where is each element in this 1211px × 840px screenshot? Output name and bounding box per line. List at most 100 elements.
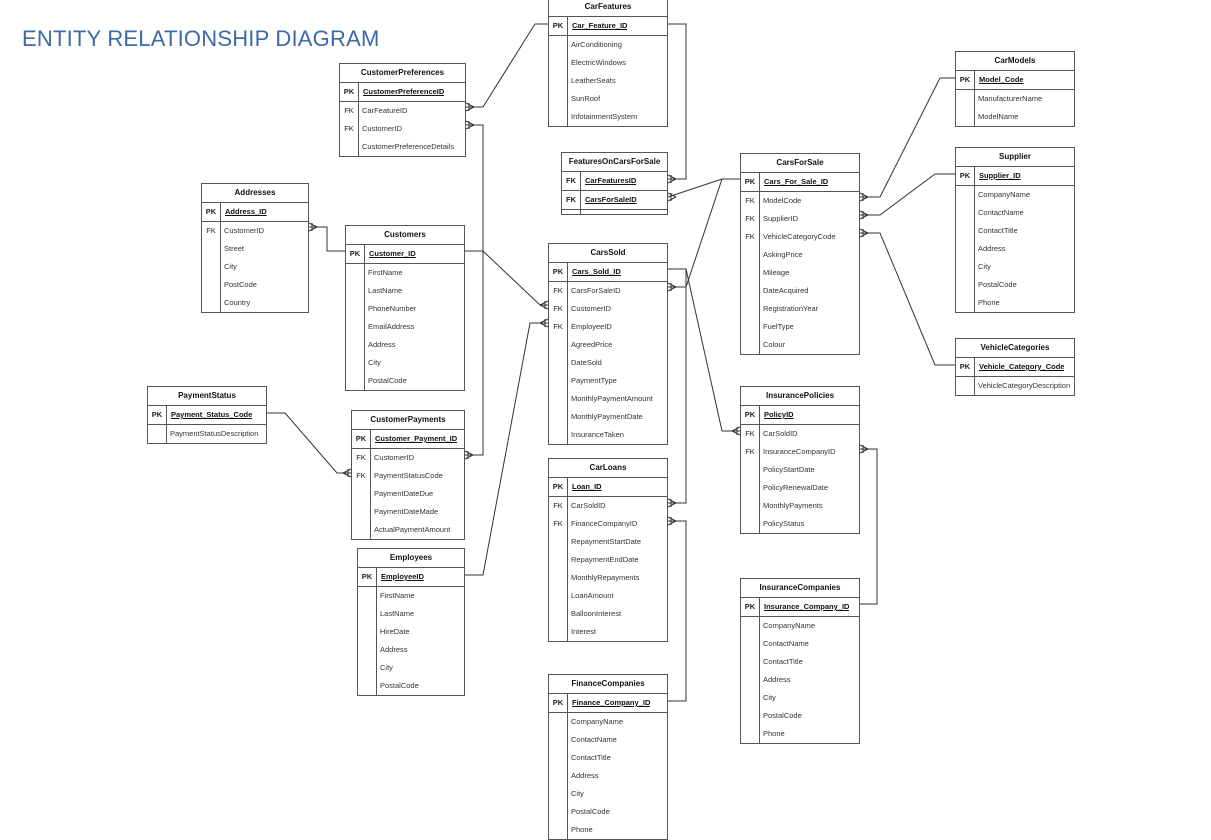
key-marker [741, 282, 759, 300]
field-name: FinanceCompanyID [571, 519, 638, 528]
field-row: PostalCode [956, 276, 1074, 294]
primary-key-field: Insurance_Company_ID [764, 602, 850, 611]
field-row: Country [202, 294, 308, 312]
field-name: MonthlyPaymentAmount [571, 394, 653, 403]
field-row: FK CarsForSaleID [549, 282, 667, 300]
key-marker [202, 240, 220, 258]
pk-marker: PK [741, 173, 760, 191]
relationship-customers-to-customer-payments [464, 250, 484, 460]
key-marker [358, 587, 376, 605]
field-row: RepaymentStartDate [549, 533, 667, 551]
entity-title: CarFeatures [549, 0, 667, 17]
key-marker [956, 90, 974, 108]
field-name: HireDate [380, 627, 410, 636]
key-marker: FK [745, 429, 755, 438]
field-row: City [549, 785, 667, 803]
primary-key-field: Cars_Sold_ID [572, 267, 621, 276]
entity-title: FeaturesOnCarsForSale [562, 153, 667, 172]
field-name: SupplierID [763, 214, 799, 223]
field-name: Street [224, 244, 245, 253]
primary-key-field: Payment_Status_Code [171, 410, 253, 419]
field-row: PhoneNumber [346, 300, 464, 318]
key-marker [346, 372, 364, 390]
key-marker [956, 276, 974, 294]
field-name: CarsForSaleID [571, 286, 621, 295]
key-marker: FK [553, 304, 563, 313]
field-name: DateSold [571, 358, 602, 367]
field-name: Address [571, 771, 599, 780]
field-name: RepaymentStartDate [571, 537, 642, 546]
primary-key-field: Customer_ID [369, 249, 416, 258]
field-row: Address [549, 767, 667, 785]
primary-key-field: Address_ID [225, 207, 267, 216]
key-marker [346, 318, 364, 336]
field-name: CustomerID [362, 124, 403, 133]
key-marker: FK [553, 286, 563, 295]
field-row: Address [741, 671, 859, 689]
field-name: City [763, 693, 776, 702]
field-name: PaymentDateDue [374, 489, 434, 498]
field-name: Phone [763, 729, 785, 738]
entity-title: Addresses [202, 184, 308, 203]
entity-title: CustomerPayments [352, 411, 464, 430]
field-name: AirConditioning [571, 40, 622, 49]
field-name: City [380, 663, 393, 672]
key-marker [549, 90, 567, 108]
crows-foot-marker [667, 174, 677, 184]
key-marker [549, 108, 567, 126]
field-name: PostalCode [763, 711, 802, 720]
field-row: HireDate [358, 623, 464, 641]
field-name: ContactName [978, 208, 1024, 217]
relationship-cars-sold-to-insurance-policies [668, 268, 741, 436]
key-marker [956, 186, 974, 204]
field-name: InfotainmentSystem [571, 112, 638, 121]
field-name: FirstName [368, 268, 403, 277]
field-name: ModelCode [763, 196, 802, 205]
field-name: Mileage [763, 268, 790, 277]
field-row: City [956, 258, 1074, 276]
field-name: BalloonInterest [571, 609, 622, 618]
entity-title: Supplier [956, 148, 1074, 167]
field-name: CompanyName [763, 621, 816, 630]
field-row: CompanyName [741, 617, 859, 635]
relationship-customers-to-addresses [308, 222, 345, 252]
key-marker [549, 605, 567, 623]
primary-key-field: Model_Code [979, 75, 1024, 84]
field-row: DateAcquired [741, 282, 859, 300]
field-name: PostCode [224, 280, 257, 289]
field-row: PostalCode [549, 803, 667, 821]
key-marker [741, 497, 759, 515]
field-row: InsuranceTaken [549, 426, 667, 444]
key-marker [741, 300, 759, 318]
field-name: Address [763, 675, 791, 684]
field-name: MonthlyPayments [763, 501, 823, 510]
field-name: PostalCode [368, 376, 407, 385]
entity-title: CarsForSale [741, 154, 859, 173]
field-name: MonthlyRepayments [571, 573, 640, 582]
